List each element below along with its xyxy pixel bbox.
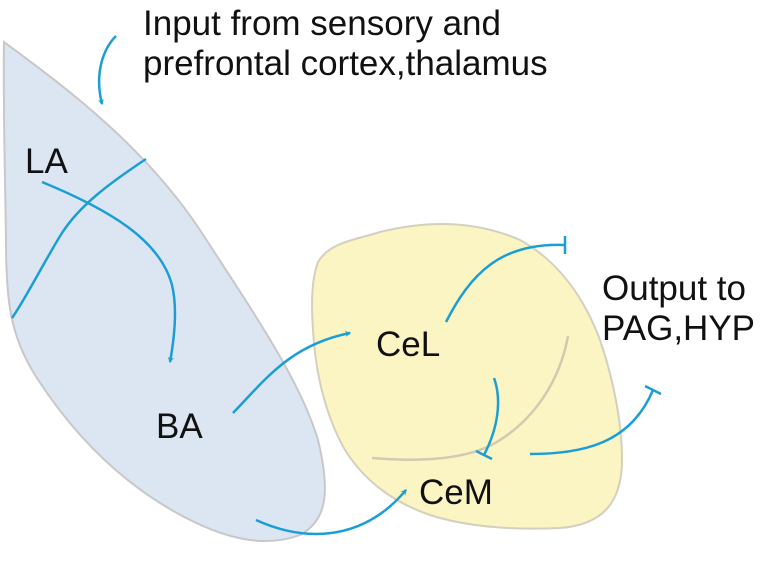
- ba-to-cem-arrow: [255, 489, 407, 536]
- basolateral-region: [2, 40, 326, 543]
- cel-label: CeL: [376, 325, 441, 364]
- cem-output-inhibitory-bar: [644, 384, 662, 396]
- input-arrow: [97, 35, 117, 106]
- output-label-line-2: PAG,HYP: [602, 309, 756, 348]
- cel-inhibitory-arc: [444, 243, 566, 323]
- ba-label: BA: [156, 407, 203, 446]
- ba-to-cel-arrow: [232, 331, 352, 414]
- input-label-line-1: Input from sensory and: [143, 4, 501, 43]
- output-label-line-1: Output to: [602, 269, 746, 308]
- cem-output-inhibitory: [529, 389, 655, 456]
- la-ba-boundary: [10, 157, 147, 319]
- input-label-line-2: prefrontal cortex,thalamus: [143, 44, 548, 83]
- cel-to-cem-inhibitory: [482, 377, 500, 456]
- input-label: Input from sensory and prefrontal cortex…: [143, 4, 548, 84]
- la-label: LA: [25, 142, 68, 181]
- cel-to-cem-inhibitory-bar: [475, 449, 493, 461]
- cem-label: CeM: [419, 473, 493, 512]
- cel-cem-divider: [371, 335, 570, 461]
- output-label: Output to PAG,HYP: [602, 269, 755, 349]
- la-to-ba-arrow: [41, 180, 177, 364]
